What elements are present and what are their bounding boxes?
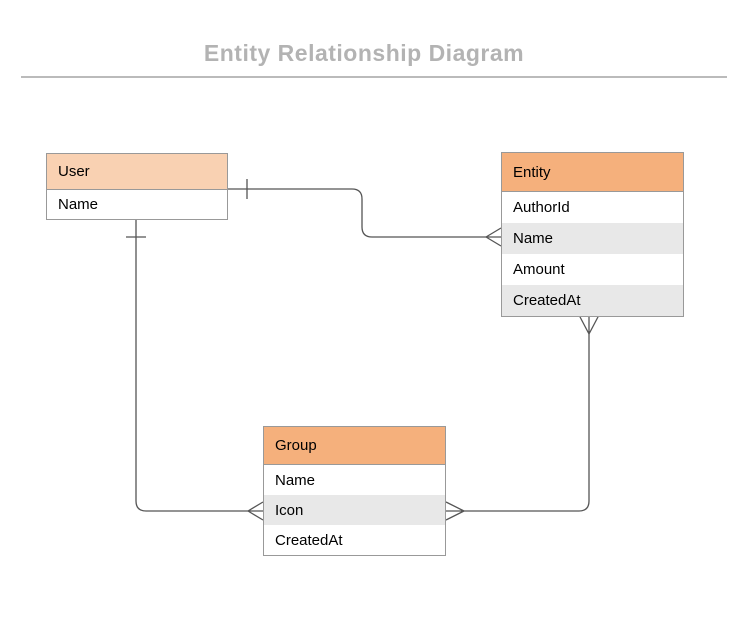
connector-line (228, 188, 486, 238)
table-row: Name (502, 223, 683, 254)
relationship-user-entity[interactable] (228, 179, 502, 247)
table-row: Name (47, 190, 227, 219)
relationship-entity-group[interactable] (445, 314, 600, 521)
connector-line (464, 334, 590, 512)
table-row: Amount (502, 254, 683, 285)
page-title: Entity Relationship Diagram (203, 40, 525, 66)
table-title: User (58, 163, 90, 180)
crow-foot-many (247, 501, 264, 521)
title-divider (21, 76, 727, 78)
crow-foot-many (485, 227, 502, 247)
table-header: User (47, 154, 227, 190)
crow-foot-many (445, 501, 465, 521)
table-title: Entity (513, 163, 551, 181)
table-row: Icon (264, 495, 445, 525)
connector-line (135, 218, 248, 512)
table-row: AuthorId (502, 192, 683, 223)
entity-table-group[interactable]: Group Name Icon CreatedAt (263, 426, 446, 556)
relationship-user-group[interactable] (126, 218, 264, 521)
table-header: Entity (502, 153, 683, 192)
table-row: CreatedAt (264, 525, 445, 555)
table-row: CreatedAt (502, 285, 683, 316)
crow-foot-many (578, 314, 600, 335)
table-row: Name (264, 465, 445, 495)
table-header: Group (264, 427, 445, 465)
table-title: Group (275, 437, 317, 454)
entity-table-entity[interactable]: Entity AuthorId Name Amount CreatedAt (501, 152, 684, 317)
entity-table-user[interactable]: User Name (46, 153, 228, 220)
